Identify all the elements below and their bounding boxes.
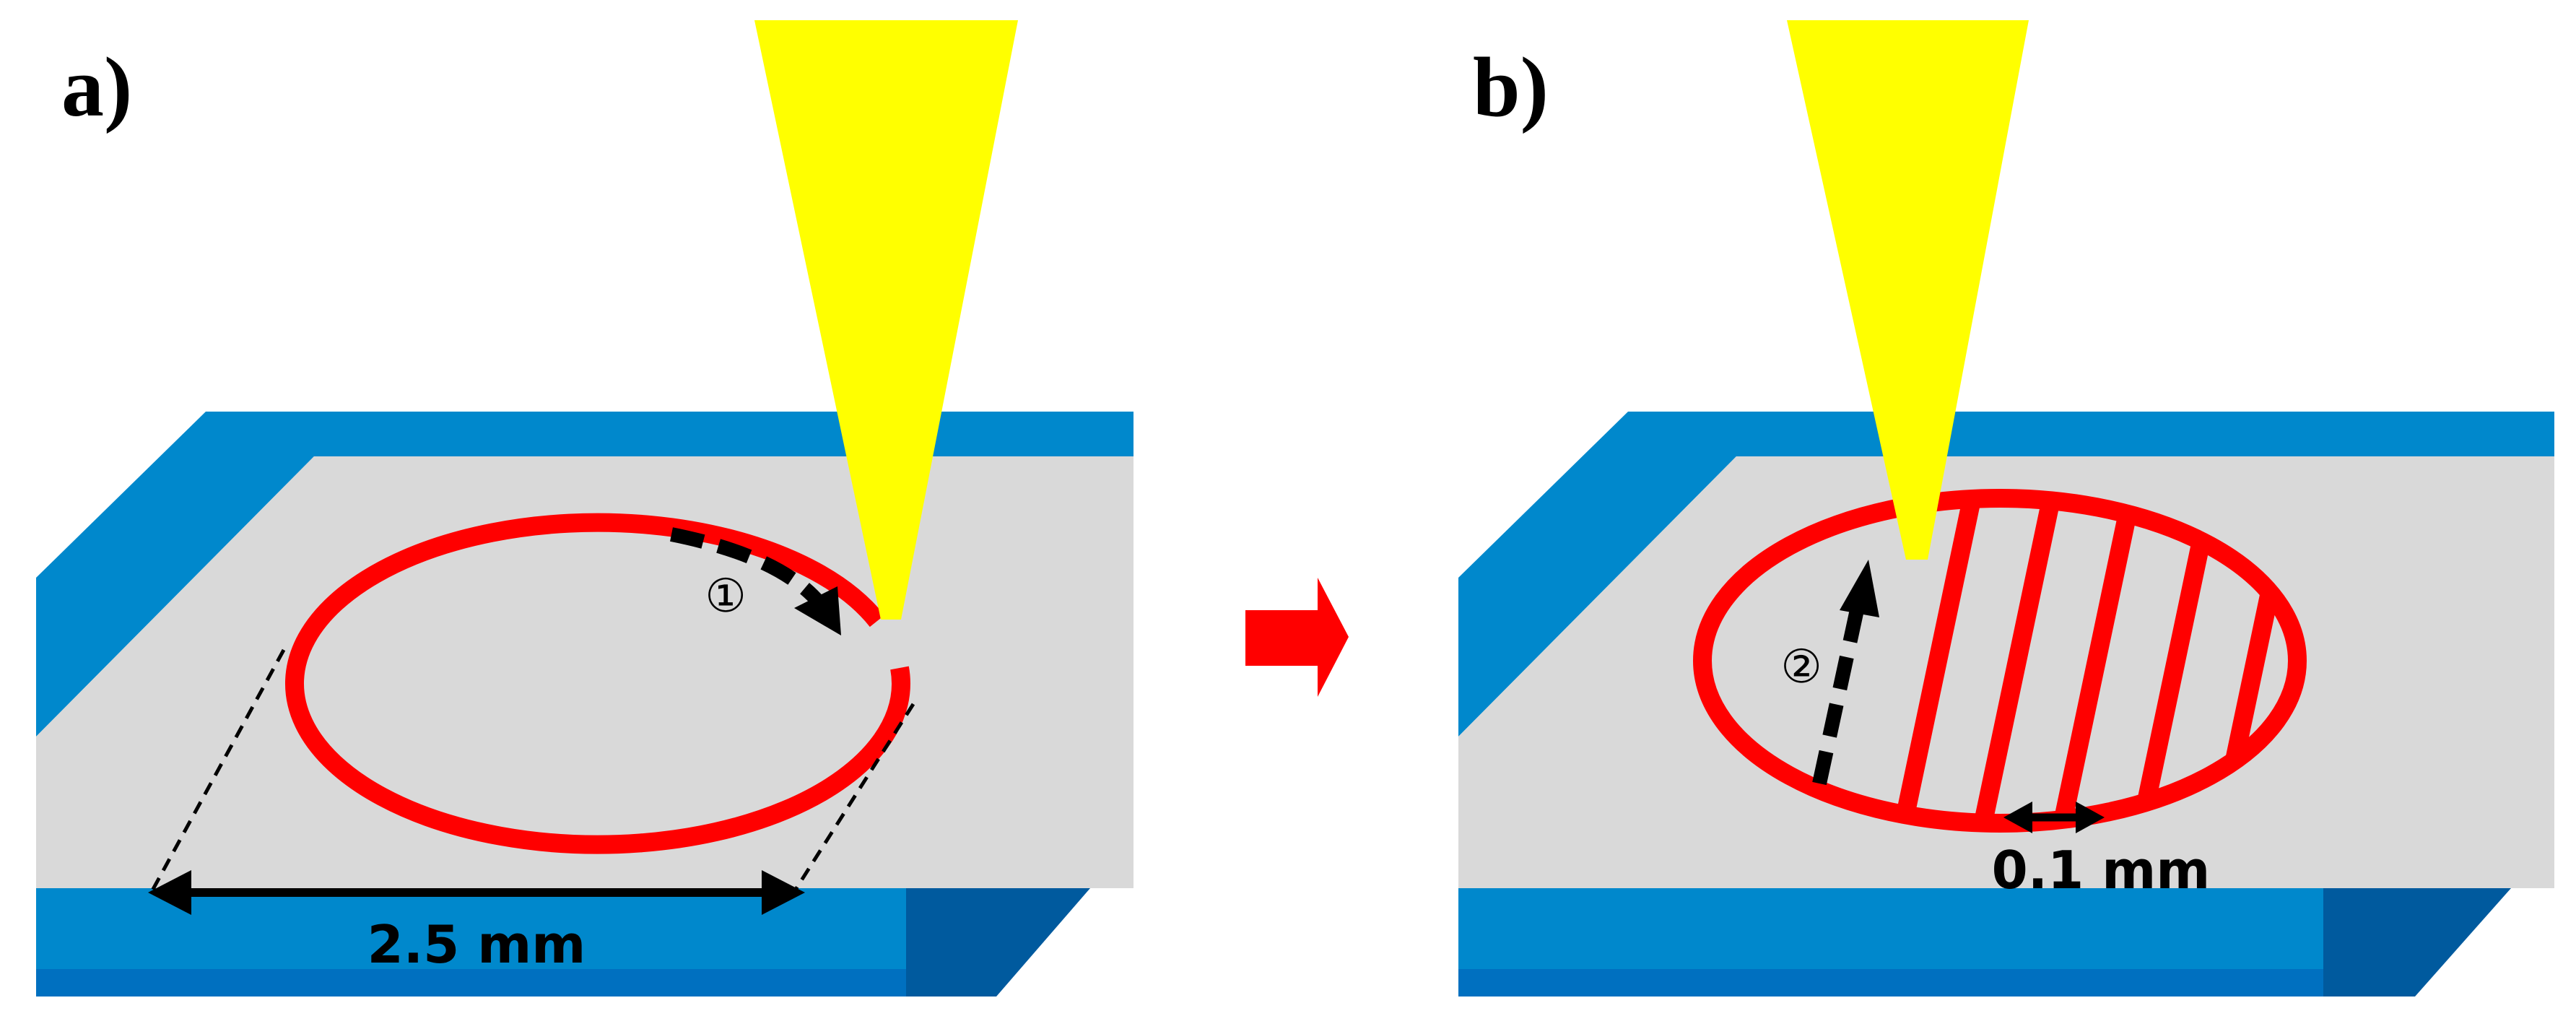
contour-scan-path [1693,489,2307,833]
scan-direction-arrowhead-a [794,586,841,635]
contour-scan-path [284,513,910,854]
step-marker-a: ① [705,570,746,623]
substrate-side-face [906,888,1090,997]
dimension-label-a: 2.5 mm [367,914,586,975]
substrate-front-bottom [1458,969,2323,997]
panel-label-b: b) [1473,40,1549,134]
panel-a: 2.5 mm ① a) [36,20,1133,997]
dimension-guide-right [792,703,915,893]
dimension-arrow-a [148,870,805,915]
substrate-top-face [36,456,1133,888]
dimension-arrow-b [2003,802,2105,833]
dimension-guide-left [149,648,286,893]
panel-b: ② 0.1 mm b) [1458,20,2554,997]
right-arrow-icon [1245,578,1349,697]
scan-direction-arrow-b [1812,604,1865,786]
step-marker-b: ② [1780,641,1822,694]
scan-direction-arrowhead-b [1840,560,1879,617]
dimension-label-b: 0.1 mm [1992,840,2211,900]
substrate-front-bottom [36,969,906,997]
scan-direction-arrow-a [670,527,825,608]
substrate-front-face [1458,888,2323,969]
substrate-blue-rim [36,412,1133,737]
substrate-side-face [2323,888,2511,997]
panel-label-a: a) [61,40,132,134]
substrate-front-face [36,888,906,969]
laser-beam-icon [1787,20,2029,560]
laser-beam-icon [754,20,1018,620]
substrate-blue-rim [1458,412,2554,737]
